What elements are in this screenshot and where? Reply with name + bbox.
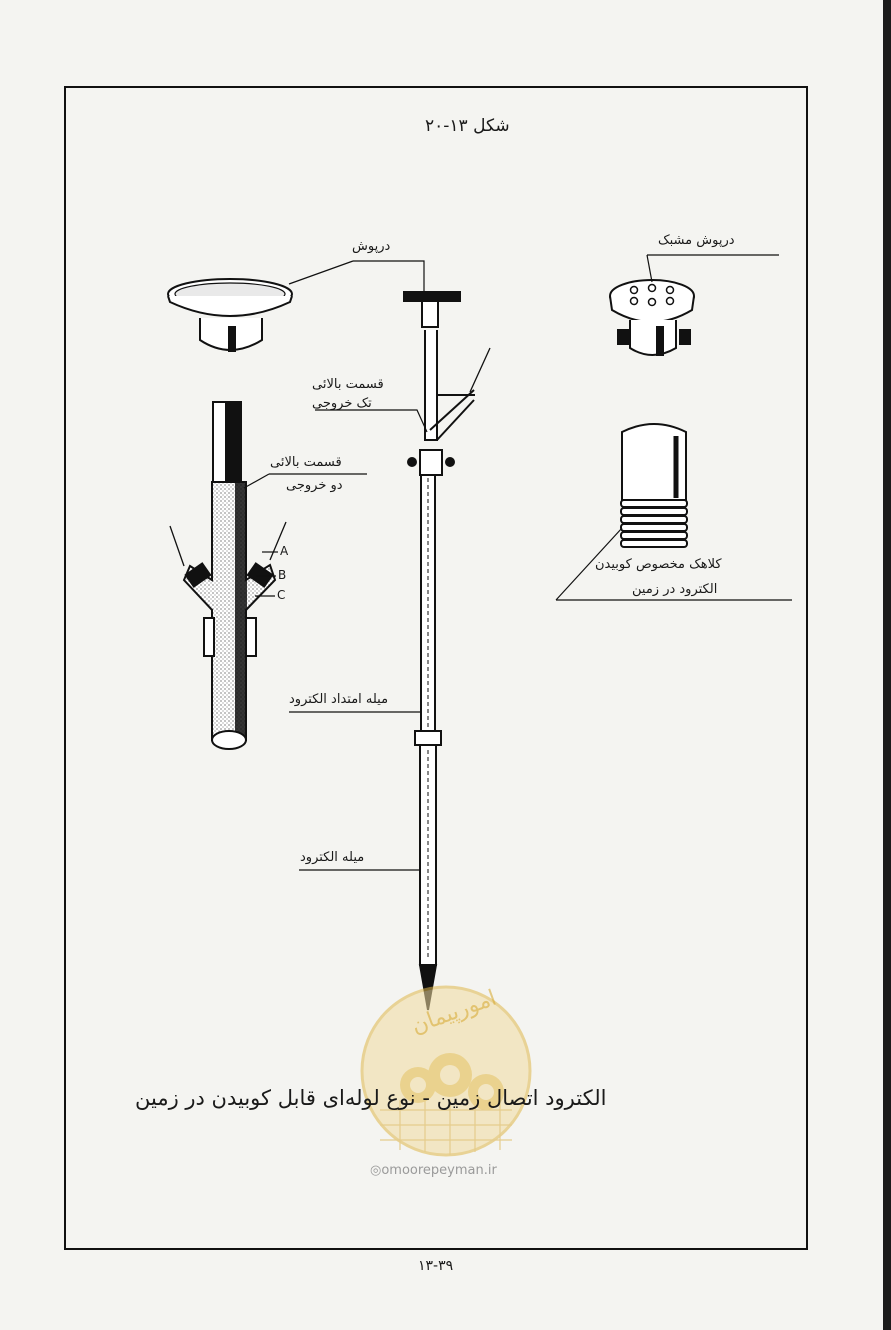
watermark-logo [360,985,532,1157]
upper-double-branch-label-1: قسمت بالائی [270,455,342,470]
marker-b: B [278,568,287,582]
watermark-site-text: omoorepeyman.ir [381,1163,497,1178]
mesh-cap-illustration [609,279,695,356]
page-number: ۱۳-۳۹ [418,1258,454,1274]
figure-title: شکل ۱۳-۲۰ [425,116,510,136]
upper-double-branch-label-2: دو خروجی [286,478,343,493]
double-branch-section [169,401,287,750]
cap-illustration [167,278,293,352]
watermark-site: ◎omoorepeyman.ir [370,1163,497,1178]
electrode-rod-label: میله الکترود [300,850,365,865]
cap-label: درپوش [352,239,391,254]
leader-lines [243,254,792,871]
hammer-cap-illustration [620,423,688,548]
page-frame [64,86,808,1250]
marker-c: C [277,588,286,602]
upper-single-branch-label-2: تک خروجی [312,396,372,411]
hammer-cap-label-2: الکترود در زمین [632,582,718,597]
extension-rod-label: میله امتداد الکترود [289,692,389,707]
upper-single-branch-label-1: قسمت بالائی [312,377,384,392]
scan-edge [883,0,891,1330]
figure-caption: الکترود اتصال زمین - نوع لوله‌ای قابل کو… [135,1086,607,1110]
hammer-cap-label-1: کلاهک مخصوص کوبیدن [595,557,722,572]
mesh-cap-label: درپوش مشبک [658,233,735,248]
electrode-assembly [403,291,491,1011]
marker-a: A [280,544,289,558]
